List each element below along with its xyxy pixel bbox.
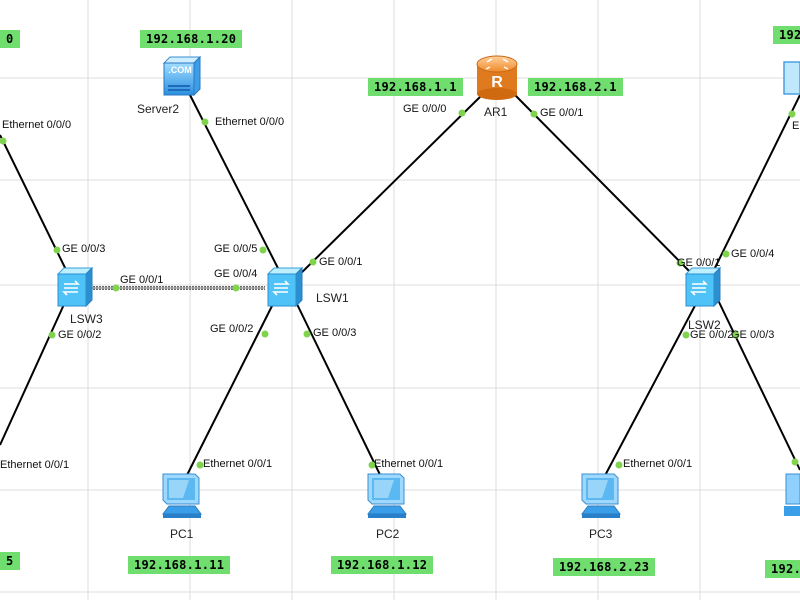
port-dot (232, 284, 240, 292)
port-label: GE 0/0/2 (690, 329, 734, 341)
port-label: Ethernet 0/0/1 (623, 458, 693, 470)
lsw1-label: LSW1 (316, 291, 349, 305)
pc-icon (784, 473, 800, 516)
port-dot (309, 258, 317, 266)
port-label: GE 0/0/1 (677, 257, 721, 269)
port-dot (261, 330, 269, 338)
server2-label: Server2 (137, 102, 180, 116)
ar1-router[interactable]: R (473, 50, 521, 100)
server-icon (162, 55, 202, 97)
port-label: GE 0/0/4 (214, 268, 258, 280)
port-label: GE 0/0/5 (214, 243, 258, 255)
server-icon (783, 61, 800, 95)
port-dot (458, 109, 466, 117)
ip-label-ar1-ge0: 192.168.1.1 (368, 78, 463, 96)
ip-label-pc3: 192.168.2.23 (553, 558, 656, 576)
port-label: GE 0/0/4 (731, 248, 775, 260)
port-dot (682, 331, 690, 339)
port-dot (112, 284, 120, 292)
ip-label-top-right: 192 (773, 26, 800, 44)
switch-icon (56, 266, 94, 308)
pc3-label: PC3 (589, 527, 613, 541)
link-lsw2-pc3 (599, 299, 699, 486)
right-server-partial[interactable] (782, 60, 800, 96)
port-dot (788, 110, 796, 118)
link-ar1-lsw2 (514, 94, 701, 283)
port-dot (53, 246, 61, 254)
ip-label-top-left: 0 (0, 30, 20, 48)
port-label: GE 0/0/3 (313, 327, 357, 339)
link-leftserver-lsw3 (0, 134, 73, 283)
port-label: GE 0/0/2 (58, 329, 102, 341)
pc2-label: PC2 (376, 527, 400, 541)
link-server2-lsw1 (189, 94, 286, 283)
lsw1-switch[interactable] (264, 266, 304, 308)
link-lsw2-rightpc (717, 299, 800, 471)
svg-text:R: R (491, 74, 503, 91)
port-dot (791, 458, 799, 466)
port-label: E (792, 120, 800, 132)
link-ar1-lsw1 (291, 94, 483, 283)
switch-icon (266, 266, 304, 308)
router-icon: R (476, 55, 518, 100)
port-label: Ethernet 0/0/1 (0, 459, 70, 471)
server2[interactable]: .COM (160, 55, 202, 97)
port-label: GE 0/0/3 (731, 329, 775, 341)
port-dot (0, 137, 7, 145)
right-pc-partial[interactable] (782, 470, 800, 520)
pc-icon (367, 473, 407, 518)
pc2[interactable] (360, 470, 412, 522)
port-dot (303, 330, 311, 338)
port-label: GE 0/0/1 (319, 256, 363, 268)
link-lsw3-leftpc (0, 299, 67, 446)
port-label: Ethernet 0/0/0 (2, 119, 72, 131)
port-dot (259, 246, 267, 254)
ip-label-ar1-ge1: 192.168.2.1 (528, 78, 623, 96)
port-label: GE 0/0/3 (62, 243, 106, 255)
port-label: GE 0/0/2 (210, 323, 254, 335)
ip-label-server2: 192.168.1.20 (140, 30, 243, 48)
lsw3-switch[interactable] (54, 266, 94, 308)
server-badge: .COM (168, 65, 192, 75)
port-dot (201, 118, 209, 126)
port-dot (530, 110, 538, 118)
port-label: Ethernet 0/0/1 (374, 458, 444, 470)
port-dot (196, 461, 204, 469)
pc-icon (162, 473, 202, 518)
lsw2-switch[interactable] (682, 266, 722, 308)
port-dot (48, 331, 56, 339)
ip-label-pc2: 192.168.1.12 (331, 556, 434, 574)
lsw2-label: LSW2 (688, 318, 721, 332)
ip-label-bottom-left: 5 (0, 552, 20, 570)
ip-label-pc1: 192.168.1.11 (128, 556, 231, 574)
link-lsw1-pc1 (181, 299, 276, 486)
pc1[interactable] (155, 470, 207, 522)
pc1-label: PC1 (170, 527, 194, 541)
ip-label-bottom-right: 192. (765, 560, 800, 578)
pc-icon (581, 473, 621, 518)
port-dot (722, 250, 730, 258)
port-dot (368, 461, 376, 469)
link-rightserver-lsw2 (707, 94, 800, 283)
switch-icon (684, 266, 722, 308)
port-label: GE 0/0/1 (120, 274, 164, 286)
pc3[interactable] (574, 470, 626, 522)
port-dot (615, 461, 623, 469)
lsw3-label: LSW3 (70, 312, 103, 326)
ar1-label: AR1 (484, 105, 508, 119)
port-label: GE 0/0/0 (403, 103, 447, 115)
port-dot (732, 331, 740, 339)
port-label: GE 0/0/1 (540, 107, 584, 119)
port-dot (676, 259, 684, 267)
link-lsw1-pc2 (294, 299, 386, 486)
port-label: Ethernet 0/0/0 (215, 116, 285, 128)
port-label: Ethernet 0/0/1 (203, 458, 273, 470)
